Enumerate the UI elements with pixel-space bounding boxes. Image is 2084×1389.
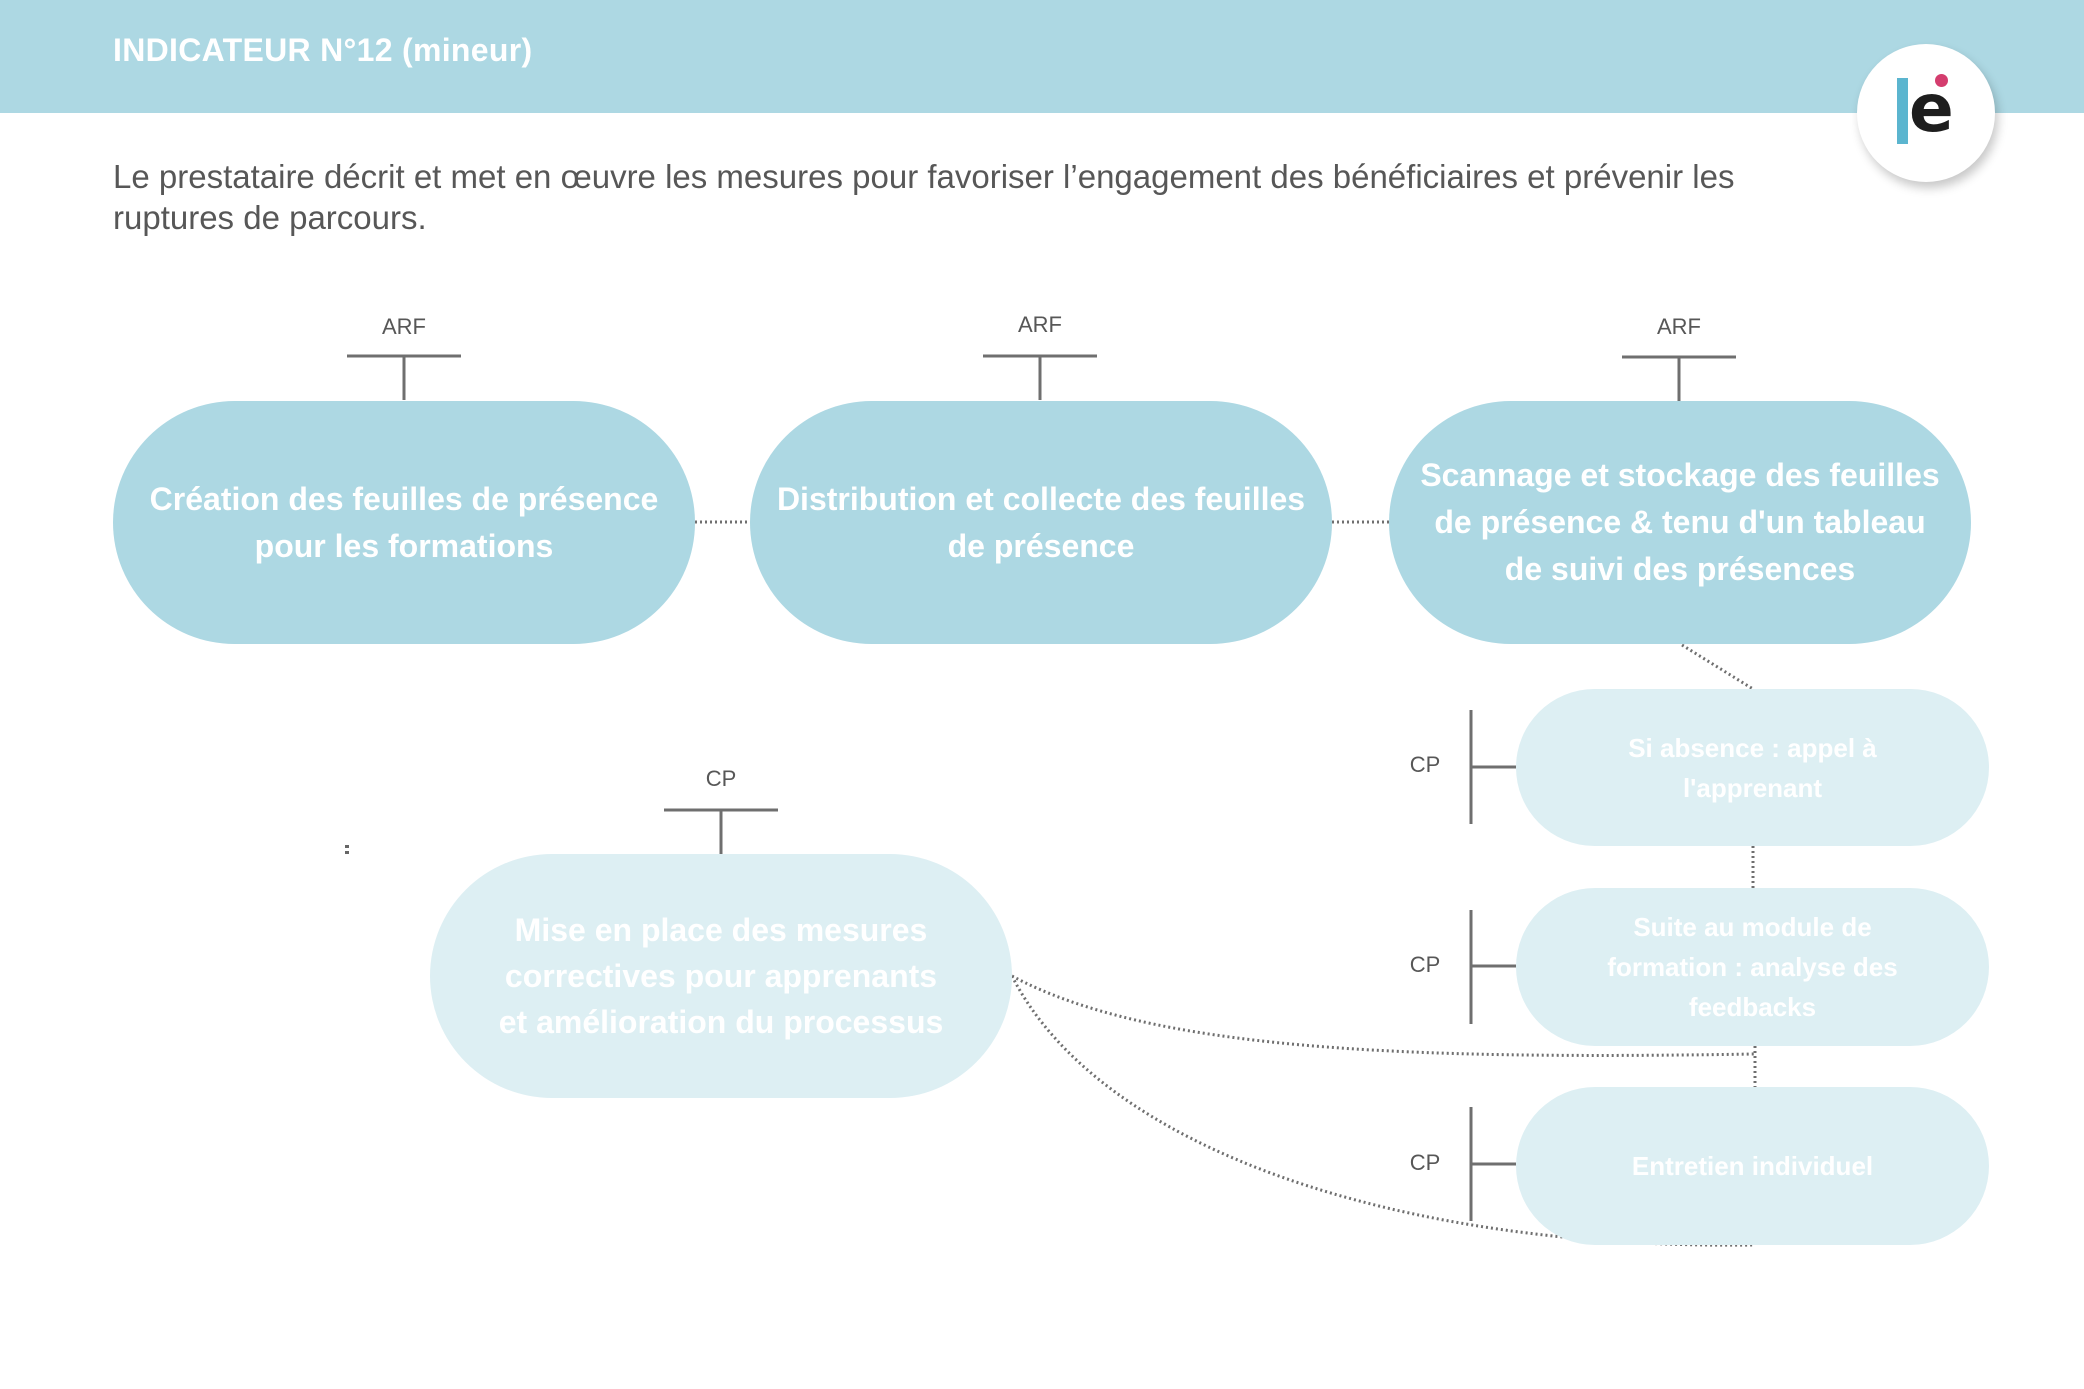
le-logo-icon: e: [1857, 44, 1995, 182]
curve-step5-step7: [1011, 974, 1756, 1057]
role-label-step5: CP: [1409, 952, 1441, 977]
step-corrective-measures: Mise en place des mesures correctives po…: [430, 854, 1012, 1098]
logo-letter: e: [1909, 70, 1954, 147]
step2-label: Distribution et collecte des feuilles de…: [776, 480, 1306, 564]
role-label-step7: CP: [705, 766, 737, 791]
step6-label: Entretien individuel: [1631, 1151, 1874, 1181]
step-absence-call: Si absence : appel à l'apprenant: [1516, 689, 1989, 846]
step1-label: Création des feuilles de présence pour l…: [149, 480, 659, 564]
role-label-step3: ARF: [1657, 314, 1701, 339]
step4-label: Si absence : appel à l'apprenant: [1628, 732, 1877, 803]
indicator-title: INDICATEUR N°12 (mineur): [113, 32, 533, 68]
step-distribute-collect-sheets: Distribution et collecte des feuilles de…: [750, 401, 1332, 644]
step-individual-interview: Entretien individuel: [1516, 1087, 1989, 1245]
logo-dot-shape: [1935, 74, 1948, 87]
role-label-step6: CP: [1409, 1150, 1441, 1175]
stray-mark: [345, 845, 349, 855]
step5-label: Suite au module de formation : analyse d…: [1607, 912, 1898, 1022]
step3-label: Scannage et stockage des feuilles de pré…: [1420, 457, 1940, 587]
step-feedback-analysis: Suite au module de formation : analyse d…: [1516, 888, 1989, 1046]
step-scan-store-sheets: Scannage et stockage des feuilles de pré…: [1389, 401, 1971, 644]
role-label-step2: ARF: [1018, 312, 1062, 337]
step-create-attendance-sheets: Création des feuilles de présence pour l…: [113, 401, 695, 644]
role-label-step4: CP: [1409, 752, 1441, 777]
header-band: INDICATEUR N°12 (mineur): [0, 0, 2084, 113]
indicator-description: Le prestataire décrit et met en œuvre le…: [113, 158, 1735, 236]
role-label-step1: ARF: [382, 314, 426, 339]
logo-bar-shape: [1897, 78, 1908, 144]
step7-label: Mise en place des mesures correctives po…: [498, 912, 944, 1040]
link-step3-step4: [1681, 643, 1754, 691]
